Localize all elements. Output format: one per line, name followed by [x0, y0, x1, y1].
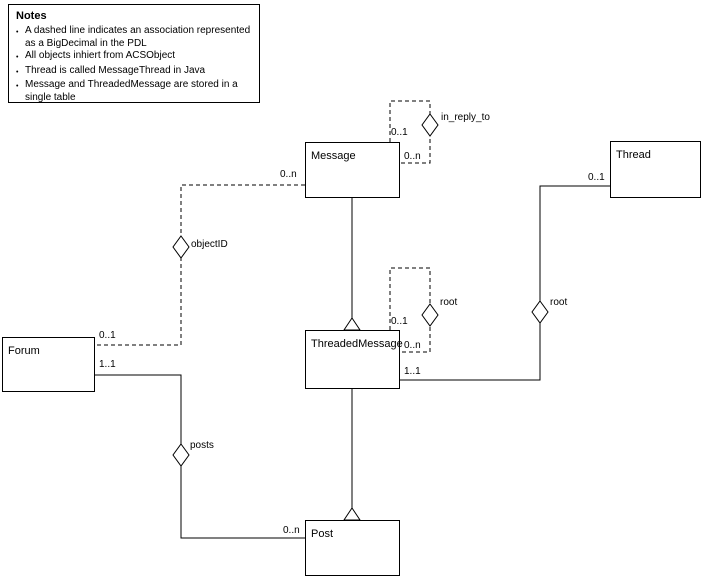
multiplicity-posts-post: 0..n [283, 525, 300, 536]
posts-diamond [172, 443, 190, 467]
entity-post-label: Post [311, 528, 334, 540]
note-item: • All objects inhiert from ACSObject [16, 50, 252, 65]
association-label-object-id: objectID [191, 239, 228, 250]
multiplicity-in-reply-to-source: 0..1 [391, 127, 408, 138]
root-self-diamond [421, 303, 439, 327]
generalization-triangle-threadedmessage [343, 317, 361, 331]
note-text: Message and ThreadedMessage are stored i… [25, 79, 238, 103]
posts-connector [95, 374, 305, 539]
note-bullet: • [16, 68, 19, 76]
multiplicity-posts-forum: 1..1 [99, 359, 116, 370]
object-id-connector [95, 184, 305, 346]
root-self-connector [389, 267, 431, 353]
multiplicity-in-reply-to-target: 0..n [404, 151, 421, 162]
association-label-posts: posts [190, 440, 214, 451]
root-thread-connector [400, 185, 610, 381]
root-thread-diamond [531, 300, 549, 324]
entity-forum: Forum [2, 337, 95, 392]
notes-box: Notes • A dashed line indicates an assoc… [8, 4, 260, 103]
multiplicity-object-id-message: 0..n [280, 169, 297, 180]
entity-forum-label: Forum [8, 345, 40, 357]
multiplicity-root-thread-thread: 0..1 [588, 172, 605, 183]
entity-threaded-message-label: ThreadedMessage [311, 338, 403, 350]
note-bullet: • [16, 83, 19, 90]
note-item: • A dashed line indicates an association… [16, 25, 252, 50]
entity-post: Post [305, 520, 400, 576]
in-reply-to-connector [389, 100, 431, 164]
entity-thread: Thread [610, 141, 701, 198]
note-text: All objects inhiert from ACSObject [25, 50, 176, 61]
note-item: • Thread is called MessageThread in Java [16, 65, 252, 80]
multiplicity-root-self-source: 0..1 [391, 316, 408, 327]
generalization-triangle-post [343, 507, 361, 521]
association-label-root-thread: root [550, 297, 568, 308]
entity-message: Message [305, 142, 400, 198]
note-bullet: • [16, 29, 19, 36]
entity-threaded-message: ThreadedMessage [305, 330, 403, 389]
multiplicity-object-id-forum: 0..1 [99, 330, 116, 341]
in-reply-to-diamond [421, 113, 439, 137]
object-id-diamond [172, 235, 190, 259]
multiplicity-root-self-target: 0..n [404, 340, 421, 351]
association-label-in-reply-to: in_reply_to [441, 112, 490, 123]
note-text: A dashed line indicates an association r… [25, 25, 251, 49]
note-item: • Message and ThreadedMessage are stored… [16, 79, 252, 104]
entity-thread-label: Thread [616, 149, 651, 161]
multiplicity-root-thread-threaded-message: 1..1 [404, 366, 421, 377]
entity-message-label: Message [311, 150, 356, 162]
notes-title: Notes [16, 10, 47, 22]
note-bullet: • [16, 54, 19, 61]
association-label-root-self: root [440, 297, 458, 308]
note-text: Thread is called MessageThread in Java [25, 64, 206, 76]
